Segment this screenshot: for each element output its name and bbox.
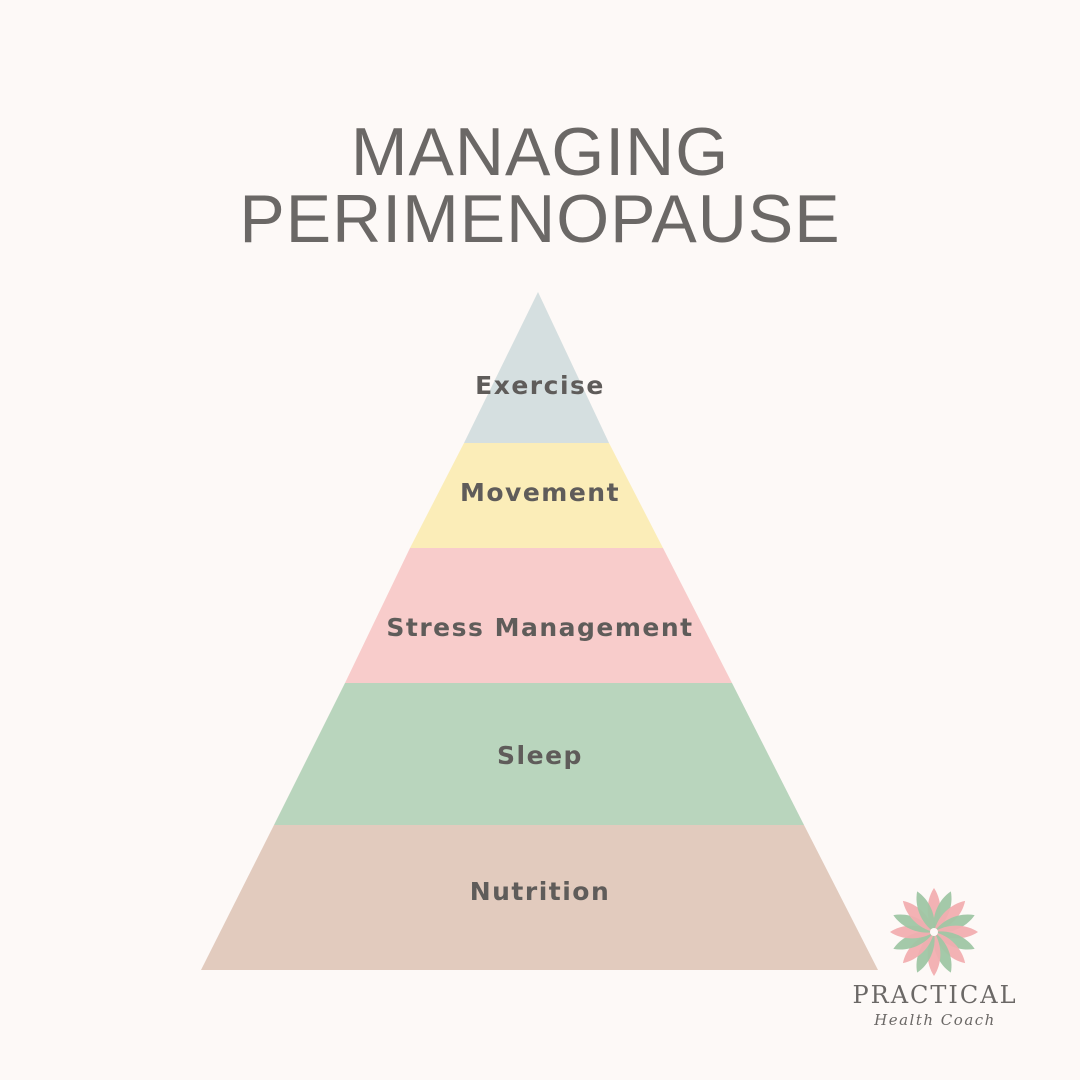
tier-exercise	[464, 292, 609, 443]
tier-nutrition	[201, 825, 878, 970]
brand-tagline: Health Coach	[874, 1011, 996, 1029]
tier-label-sleep: Sleep	[497, 741, 583, 770]
tier-sleep	[274, 683, 804, 825]
brand-name: PRACTICAL	[852, 981, 1018, 1009]
tier-label-exercise: Exercise	[475, 371, 605, 400]
brand-logo: PRACTICAL Health Coach	[840, 885, 1030, 1045]
page-title-line-2: PERIMENOPAUSE	[239, 181, 841, 257]
tier-label-movement: Movement	[460, 478, 620, 507]
lotus-petal	[916, 891, 935, 932]
page-title-line-1: MANAGING	[350, 114, 730, 190]
tier-label-stress-management: Stress Management	[386, 613, 693, 642]
tier-movement	[410, 443, 663, 548]
lotus-center	[930, 928, 938, 936]
tier-label-nutrition: Nutrition	[470, 877, 611, 906]
tier-stress-management	[345, 548, 732, 683]
lotus-icon	[890, 888, 978, 976]
